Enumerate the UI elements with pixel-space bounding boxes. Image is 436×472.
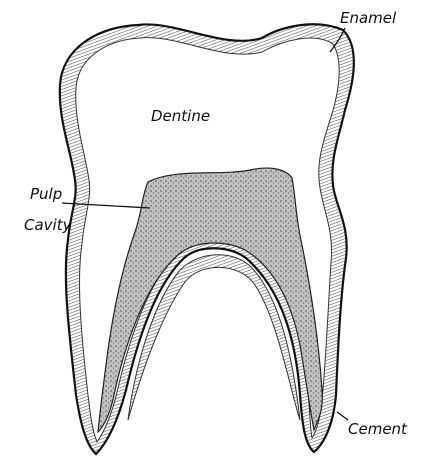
dentine-label: Dentine	[151, 107, 210, 125]
pulp-label-line1: Pulp	[30, 185, 62, 203]
enamel-label: Enamel	[340, 9, 397, 27]
cement-leader-line	[337, 412, 348, 420]
cement-label: Cement	[348, 420, 408, 438]
pulp-label-line2: Cavity	[24, 216, 73, 234]
